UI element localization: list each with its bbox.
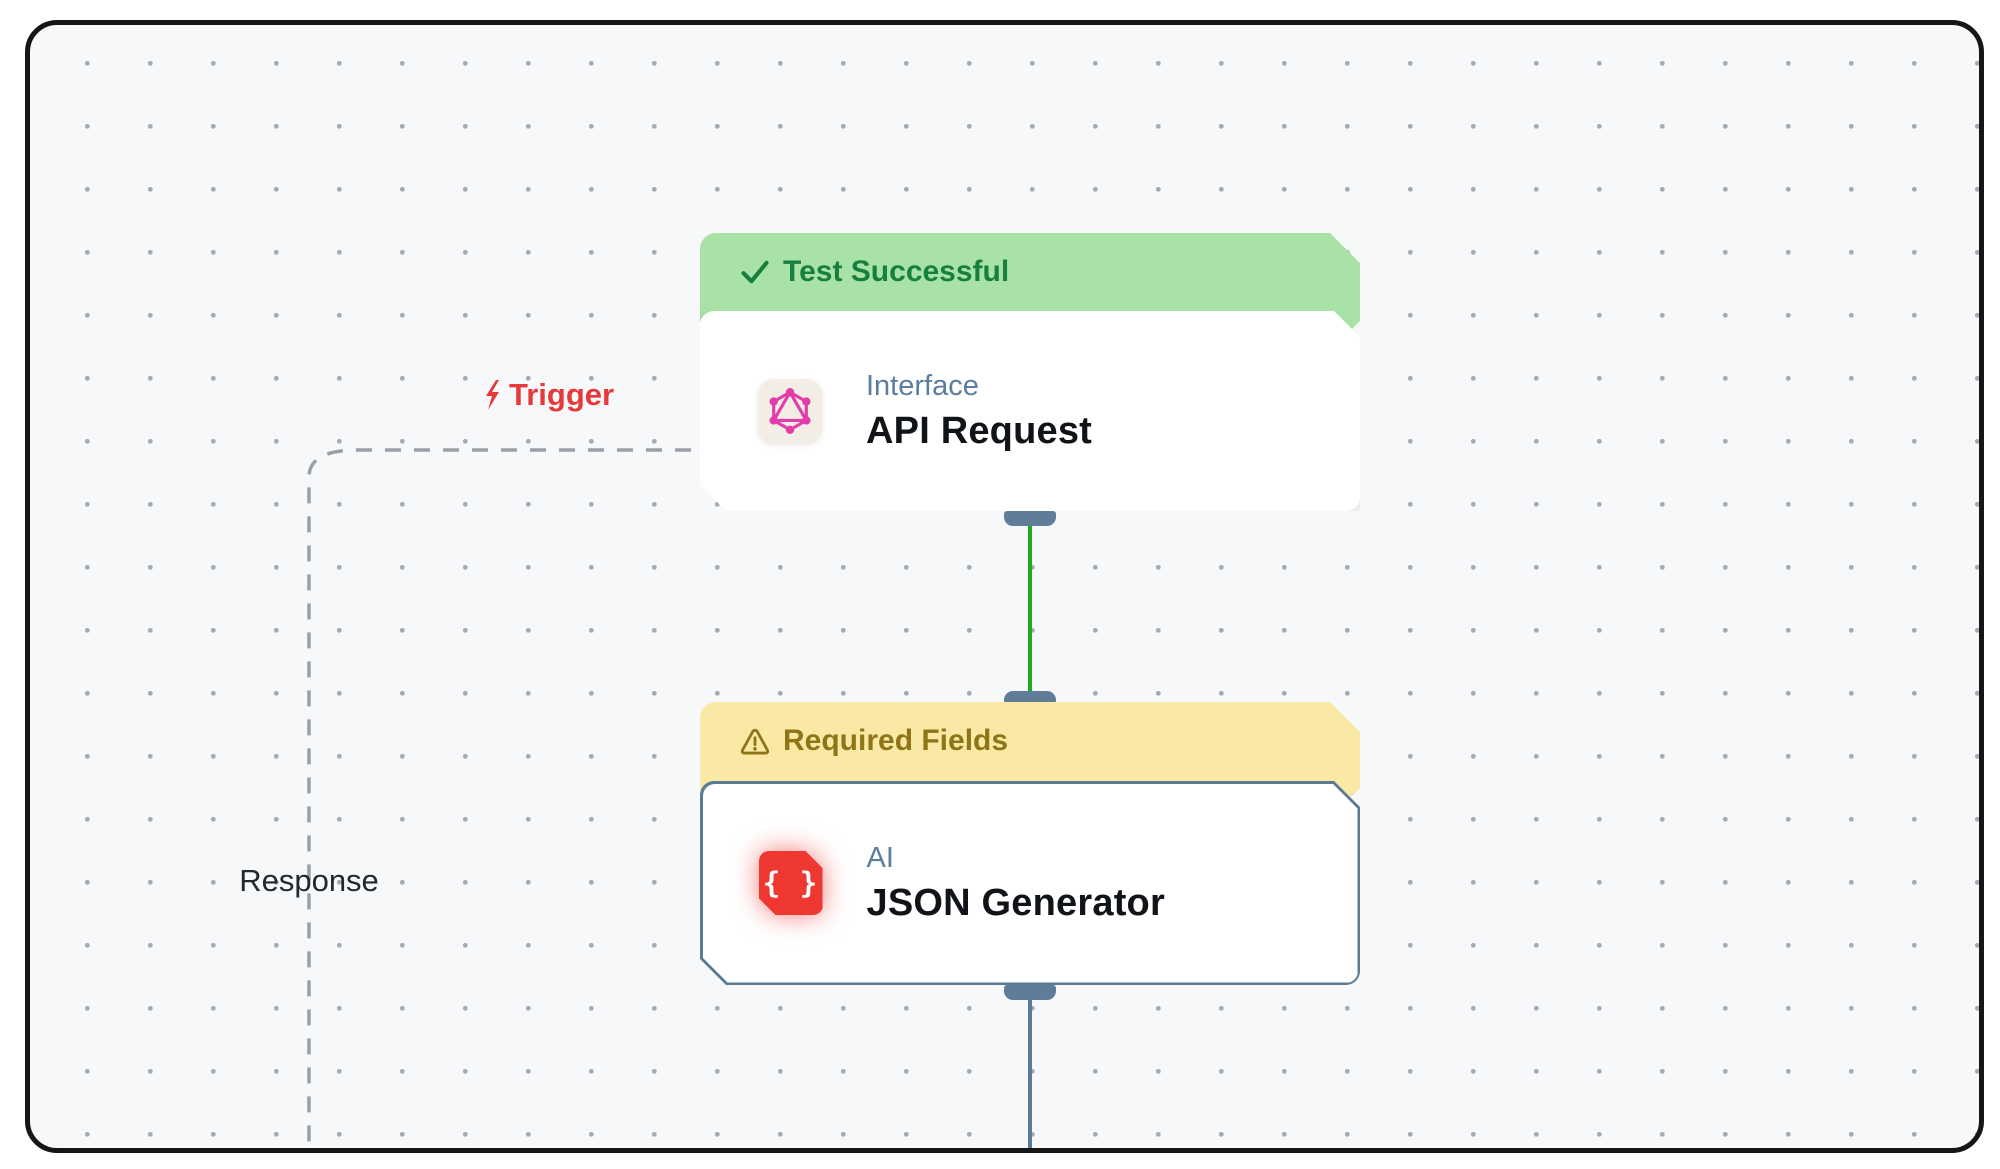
input-port-json-generator[interactable] [1004,691,1056,704]
connection-edge-json-output [1028,1000,1032,1148]
connection-edge-api-to-json [1028,525,1032,693]
node-json-generator[interactable]: Required Fields { } AI JSON Generator [700,691,1360,1002]
status-banner-label: Required Fields [783,724,1009,757]
trigger-label: Trigger [482,377,614,413]
status-banner-label: Test Successful [783,255,1010,288]
output-port-json-generator[interactable] [1004,985,1056,1000]
warning-triangle-icon [740,727,770,756]
node-category: AI [866,841,894,874]
json-braces-icon: { } [759,851,823,915]
output-port-api-request[interactable] [1004,511,1056,526]
lightning-bolt-icon [486,380,499,410]
checkmark-icon [740,257,770,287]
workflow-canvas[interactable]: Trigger Response Test Successful [25,20,1984,1153]
node-category: Interface [866,369,979,402]
trigger-label-text: Trigger [509,377,615,412]
graphql-icon [758,379,822,443]
node-api-request[interactable]: Test Successful [700,233,1360,529]
response-label: Response [239,863,379,898]
node-title: API Request [866,409,1093,452]
node-title: JSON Generator [866,881,1165,924]
node-card-api-request[interactable]: Interface API Request [700,311,1360,511]
node-card-json-generator[interactable]: { } AI JSON Generator [700,781,1360,985]
